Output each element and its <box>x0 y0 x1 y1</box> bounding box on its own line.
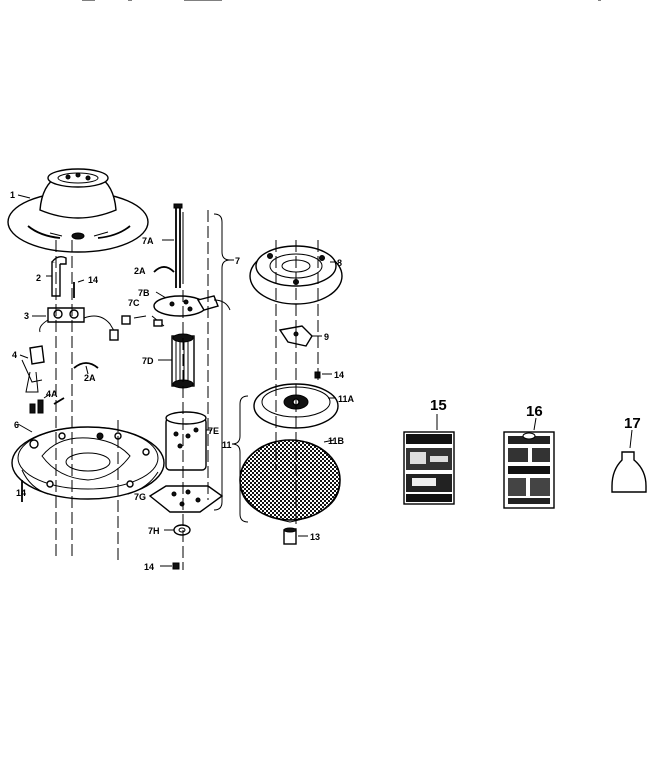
part-2a-clip-left <box>73 362 99 375</box>
part-14-screw-bottom <box>160 562 180 570</box>
label-11a: 11A <box>338 394 355 404</box>
label-7h: 7H <box>148 526 160 536</box>
label-8: 8 <box>337 258 342 268</box>
part-13-knob <box>283 527 308 545</box>
part-14-screw-upper <box>73 279 85 298</box>
part-2a-clip-mid <box>153 266 175 273</box>
label-11: 11 <box>222 440 232 450</box>
label-9: 9 <box>324 332 329 342</box>
label-4a: 4A <box>46 389 58 399</box>
part-15-manual <box>403 414 455 505</box>
label-11b: 11B <box>328 436 345 446</box>
right-dashed-guides <box>275 240 319 530</box>
part-4-lever <box>19 345 45 393</box>
label-16: 16 <box>526 403 543 420</box>
label-14: 14 <box>144 562 154 572</box>
label-7e: 7E <box>208 426 219 436</box>
part-7e-stator <box>165 411 212 471</box>
part-1-top-cover <box>7 168 149 253</box>
part-7d-rotor <box>158 333 195 389</box>
label-1: 1 <box>10 190 15 200</box>
left-dashed-guides <box>55 240 119 560</box>
part-7h-washer <box>164 524 191 536</box>
label-14: 14 <box>16 488 26 498</box>
label-13: 13 <box>310 532 320 542</box>
label-2a: 2A <box>134 266 146 276</box>
brace-group-11 <box>231 395 249 523</box>
label-7c: 7C <box>128 298 140 308</box>
part-3-bracket <box>32 307 119 341</box>
label-7g: 7G <box>134 492 146 502</box>
label-6: 6 <box>14 420 19 430</box>
part-6-base-plate <box>11 423 165 500</box>
middle-dashed-guides <box>182 210 209 570</box>
label-17: 17 <box>624 415 641 432</box>
part-17-bottle <box>611 429 647 493</box>
part-9-clip <box>278 325 322 347</box>
part-16-parts-card <box>503 417 555 509</box>
label-15: 15 <box>430 397 447 414</box>
part-7g-lower-bracket <box>148 485 224 513</box>
part-7c-clips <box>121 315 165 327</box>
part-7b-bearing-plate <box>153 291 231 317</box>
label-7d: 7D <box>142 356 154 366</box>
label-2a: 2A <box>84 373 96 383</box>
label-7: 7 <box>235 256 240 266</box>
label-4: 4 <box>12 350 17 360</box>
part-labels: 1 2 14 3 4 2A 4A 6 14 7A 2A 7B 7C 7D 7E … <box>10 190 641 572</box>
label-7b: 7B <box>138 288 150 298</box>
label-2: 2 <box>36 273 41 283</box>
label-3: 3 <box>24 311 29 321</box>
label-14: 14 <box>334 370 344 380</box>
label-7a: 7A <box>142 236 154 246</box>
label-14: 14 <box>88 275 98 285</box>
part-11b-grille <box>239 439 341 523</box>
brace-group-7 <box>213 213 234 511</box>
part-7a-shaft-rods <box>162 203 184 288</box>
